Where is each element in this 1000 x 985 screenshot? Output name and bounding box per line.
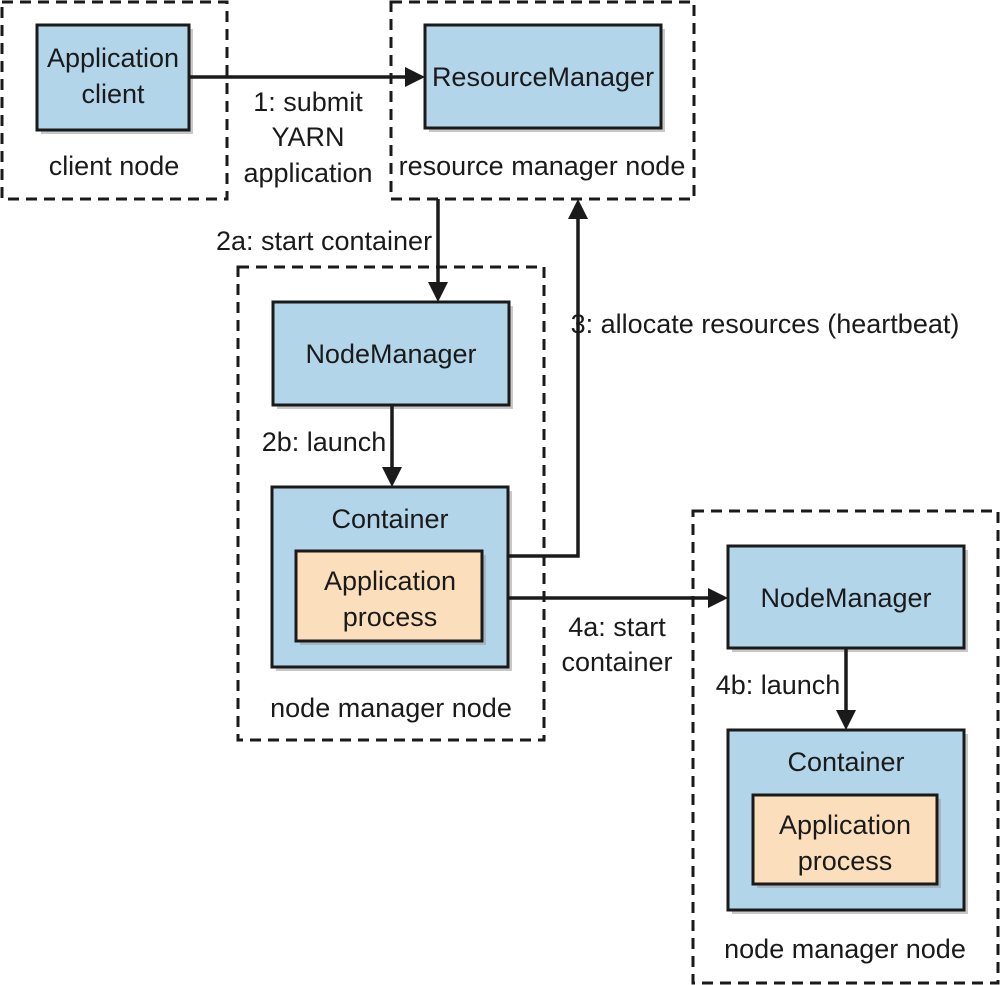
application-process-2-label: Application — [779, 810, 911, 840]
application-process-1-label: process — [343, 602, 438, 632]
launch-2b-arrowhead — [382, 467, 402, 487]
start-container-4a-label: 4a: start — [568, 612, 666, 642]
client-node-label: client node — [49, 151, 180, 181]
node-manager-2-label: NodeManager — [760, 583, 931, 613]
application-process-2-label: process — [798, 846, 893, 876]
submit-arrowhead — [405, 67, 425, 87]
start-container-4a-arrowhead — [708, 588, 728, 608]
submit-label: application — [243, 158, 372, 188]
application-client-label: Application — [47, 43, 179, 73]
launch-4b-label: 4b: launch — [716, 670, 841, 700]
application-client-box — [35, 23, 191, 132]
allocate-resources-arrow — [508, 217, 580, 558]
submit-label: YARN — [271, 122, 344, 152]
start-container-4a-label: container — [561, 647, 672, 677]
resource-manager-node-border — [389, 0, 696, 201]
container-2-label: Container — [787, 747, 904, 777]
node-manager-1-label: NodeManager — [305, 339, 476, 369]
resource-manager-box — [423, 23, 663, 130]
application-process-1-label: Application — [324, 566, 456, 596]
node-manager-node-1-border — [236, 265, 546, 742]
start-container-2a-arrowhead — [428, 282, 448, 302]
node-manager-node-2-label: node manager node — [724, 934, 966, 964]
start-container-2a-label: 2a: start container — [216, 226, 432, 256]
application-process-1-box — [294, 549, 484, 643]
node-manager-node-1-label: node manager node — [270, 693, 512, 723]
resource-manager-node-label: resource manager node — [399, 151, 686, 181]
allocate-resources-label: 3: allocate resources (heartbeat) — [571, 309, 960, 339]
client-node-border — [0, 0, 229, 201]
node-manager-node-2-border — [691, 509, 1000, 985]
container-1-label: Container — [331, 504, 448, 534]
launch-2b-label: 2b: launch — [262, 427, 387, 457]
launch-4b-arrowhead — [836, 710, 856, 730]
application-client-label: client — [81, 79, 145, 109]
resource-manager-label: ResourceManager — [432, 62, 654, 92]
application-process-2-box — [751, 793, 939, 886]
submit-label: 1: submit — [253, 87, 363, 117]
allocate-resources-arrowhead — [568, 199, 588, 219]
node-manager-2-box — [726, 544, 966, 650]
